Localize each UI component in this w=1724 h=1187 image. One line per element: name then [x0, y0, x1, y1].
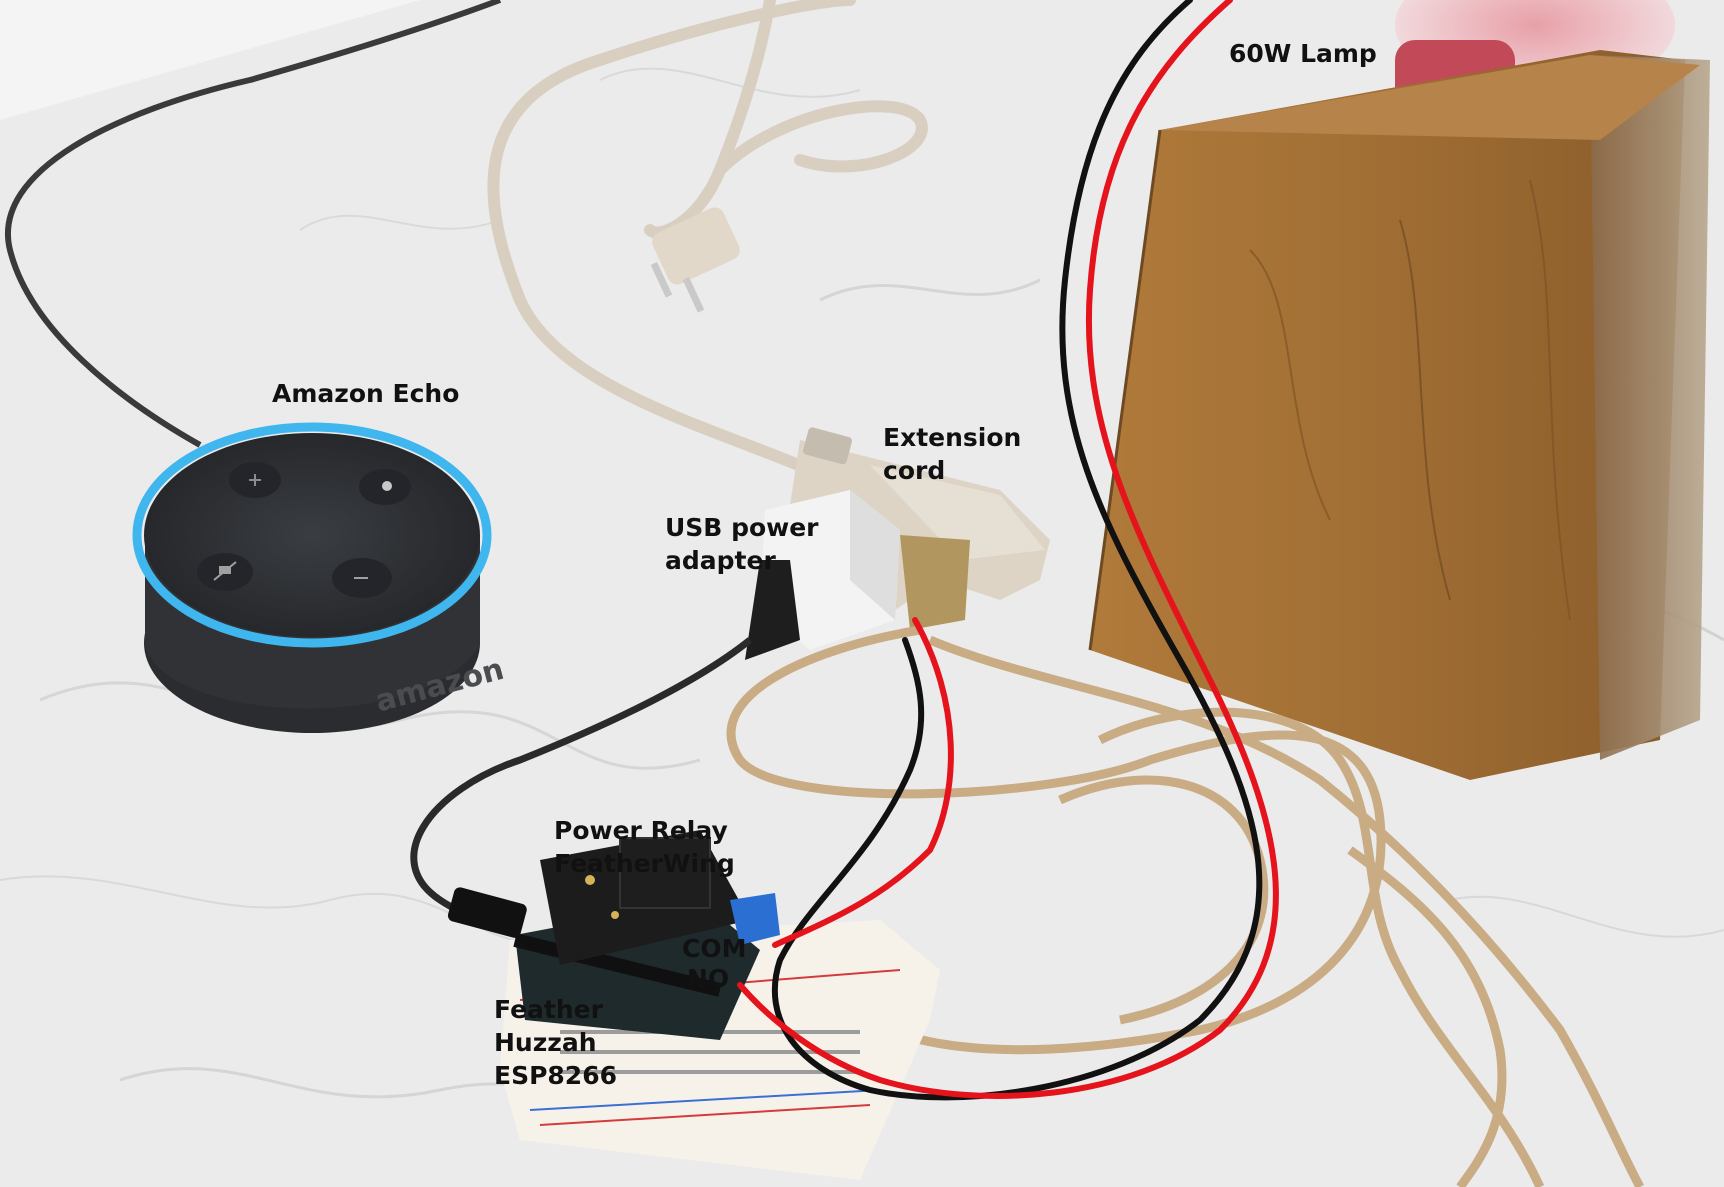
wall-plug [650, 207, 740, 313]
power-relay-label-line: Power Relay [554, 816, 728, 845]
usb-power-adapter [745, 490, 900, 660]
feather-huzzah-label-line: ESP8266 [494, 1061, 617, 1090]
no-terminal-label: NO [687, 964, 730, 993]
power-relay-featherwing [540, 830, 780, 965]
amazon-echo-label: Amazon Echo [272, 379, 460, 408]
mic-off-icon [197, 553, 253, 591]
dot-icon [359, 469, 411, 505]
usb-power-adapter-label-line: USB power [665, 513, 819, 542]
feather-huzzah-label: Feather Huzzah ESP8266 [494, 993, 617, 1092]
lamp [1088, 0, 1710, 780]
feather-huzzah-label-line: Huzzah [494, 1028, 597, 1057]
extension-plug [900, 535, 970, 630]
extension-cord-label-line: Extension [883, 423, 1022, 452]
power-relay-label: Power Relay FeatherWing [554, 814, 735, 880]
amazon-echo: amazon [132, 422, 508, 733]
com-terminal-label: COM [682, 934, 747, 963]
minus-icon [332, 558, 392, 598]
red-wire [737, 0, 1279, 1099]
extension-cord-label-line: cord [883, 456, 946, 485]
power-relay-label-line: FeatherWing [554, 849, 735, 878]
black-wire [771, 0, 1263, 1101]
micro-usb-plug [447, 887, 527, 938]
feather-huzzah-label-line: Feather [494, 995, 603, 1024]
extension-cord-label: Extension cord [883, 421, 1021, 487]
terminal-block [730, 893, 780, 945]
lamp-label: 60W Lamp [1229, 39, 1377, 68]
lamp-wires [737, 0, 1279, 1101]
plus-icon [229, 462, 281, 498]
echo-power-cable [5, 0, 502, 448]
usb-power-adapter-label: USB power adapter [665, 511, 819, 577]
usb-power-adapter-label-line: adapter [665, 546, 776, 575]
